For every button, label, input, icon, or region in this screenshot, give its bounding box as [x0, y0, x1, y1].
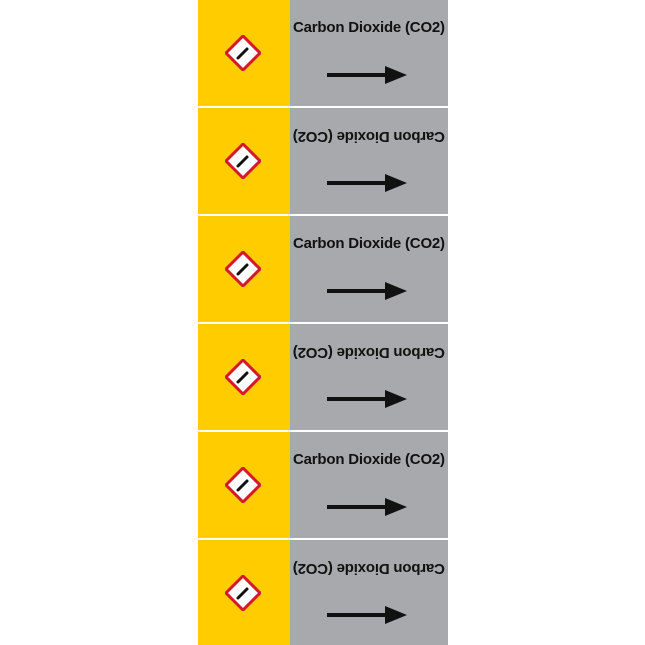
text-band [290, 216, 448, 322]
arrow-right-icon [327, 174, 407, 192]
pipe-marker-label: Carbon Dioxide (CO2) [198, 324, 448, 430]
gas-cylinder-icon [225, 359, 261, 395]
divider [198, 214, 448, 216]
product-name: Carbon Dioxide (CO2) [293, 451, 445, 468]
divider [198, 106, 448, 108]
gas-cylinder-icon [225, 35, 261, 71]
text-band [290, 432, 448, 538]
gas-cylinder-icon [225, 143, 261, 179]
product-name: Carbon Dioxide (CO2) [293, 19, 445, 36]
product-name: Carbon Dioxide (CO2) [293, 560, 445, 577]
product-name: Carbon Dioxide (CO2) [293, 235, 445, 252]
gas-cylinder-icon [225, 575, 261, 611]
pipe-marker-label: Carbon Dioxide (CO2) [198, 216, 448, 322]
product-name: Carbon Dioxide (CO2) [293, 344, 445, 361]
text-band [290, 324, 448, 430]
product-name: Carbon Dioxide (CO2) [293, 128, 445, 145]
arrow-right-icon [327, 606, 407, 624]
pipe-marker-label: Carbon Dioxide (CO2) [198, 0, 448, 106]
pipe-marker-label: Carbon Dioxide (CO2) [198, 432, 448, 538]
arrow-right-icon [327, 282, 407, 300]
pipe-marker-label: Carbon Dioxide (CO2) [198, 540, 448, 645]
divider [198, 538, 448, 540]
divider [198, 430, 448, 432]
text-band [290, 108, 448, 214]
text-band [290, 540, 448, 645]
gas-cylinder-icon [225, 251, 261, 287]
text-band [290, 0, 448, 106]
arrow-right-icon [327, 498, 407, 516]
gas-cylinder-icon [225, 467, 261, 503]
arrow-right-icon [327, 390, 407, 408]
divider [198, 322, 448, 324]
pipe-marker-label: Carbon Dioxide (CO2) [198, 108, 448, 214]
arrow-right-icon [327, 66, 407, 84]
pipe-marker-strip: Carbon Dioxide (CO2) Carbon Dioxide (CO2… [198, 0, 448, 645]
